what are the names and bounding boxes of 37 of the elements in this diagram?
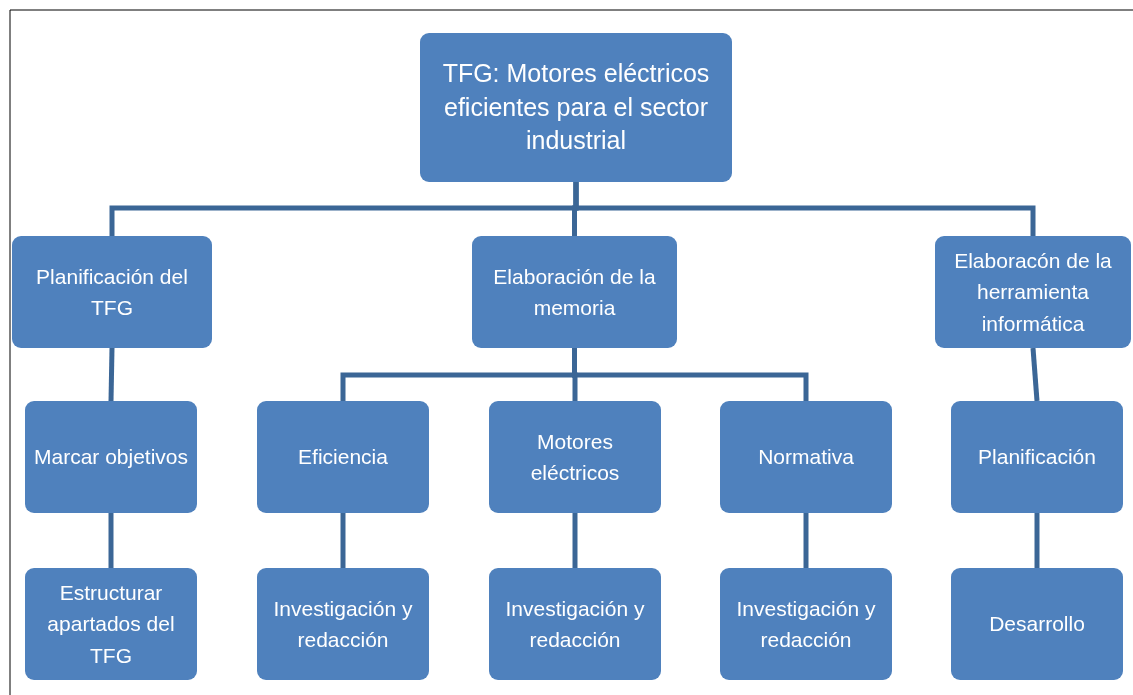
box-label: Investigación y redacción <box>272 595 414 653</box>
process-box <box>489 401 661 513</box>
process-box <box>420 33 732 182</box>
process-box <box>951 401 1123 513</box>
connector-line <box>803 513 809 568</box>
box-label: Normativa <box>758 444 854 471</box>
box-label: Eficiencia <box>298 444 388 471</box>
connector-line <box>340 513 346 568</box>
box-label: Estructurar apartados del TFG <box>46 579 176 669</box>
process-box <box>25 401 197 513</box>
process-box <box>25 568 197 680</box>
box-label: Motores eléctricos <box>529 428 621 486</box>
box-label: Planificación del TFG <box>35 263 189 321</box>
process-box <box>257 401 429 513</box>
box-label: Elaboración de la memoria <box>492 263 657 321</box>
connector-line <box>1030 347 1040 402</box>
process-box <box>12 236 212 348</box>
process-box <box>720 401 892 513</box>
connector-line <box>108 347 115 402</box>
box-label: Planificación <box>978 444 1096 471</box>
connector-line <box>573 182 1036 236</box>
process-box <box>951 568 1123 680</box>
box-label: Marcar objetivos <box>33 444 189 471</box>
process-box <box>472 236 677 348</box>
connector-line <box>572 513 578 568</box>
process-box <box>257 568 429 680</box>
box-label: Elaboracón de la herramienta informática <box>953 247 1113 337</box>
box-label: TFG: Motores eléctricos eficientes para el sector industrial <box>441 57 711 157</box>
box-label: Investigación y redacción <box>735 595 877 653</box>
process-box <box>935 236 1131 348</box>
box-label: Investigación y redacción <box>504 595 646 653</box>
connector-line <box>108 513 114 568</box>
connector-line <box>572 348 809 401</box>
process-box <box>720 568 892 680</box>
box-label: Desarrollo <box>989 611 1085 638</box>
process-box <box>489 568 661 680</box>
connector-line <box>1034 513 1040 568</box>
